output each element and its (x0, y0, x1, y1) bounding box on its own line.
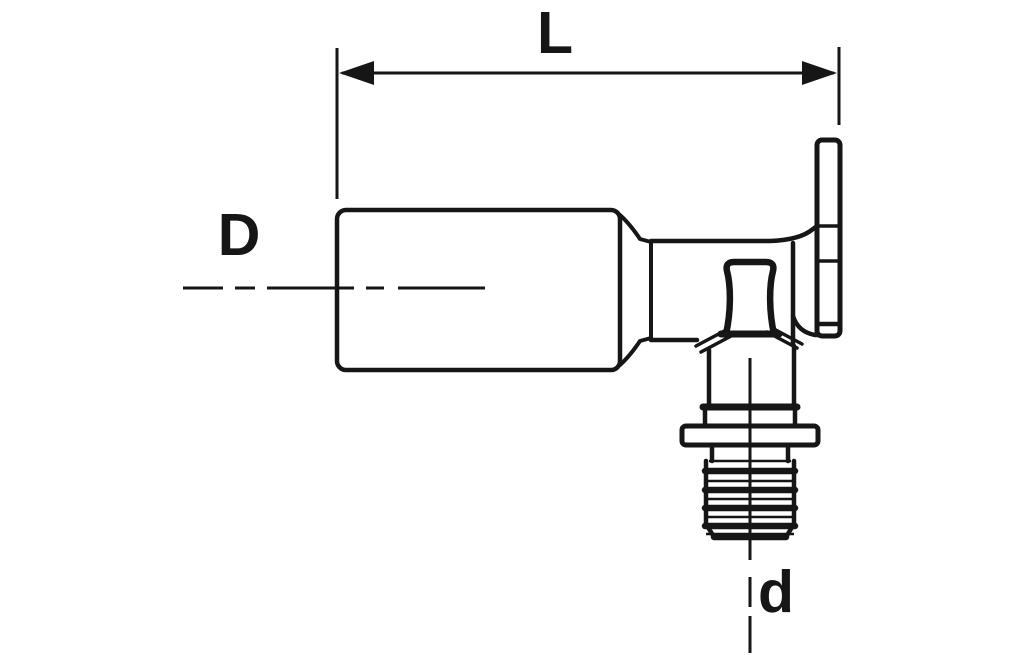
elbow-body (648, 223, 821, 348)
chamfer-left-outer (694, 327, 730, 348)
body-diameter-label: D (218, 202, 261, 268)
bend-boss (717, 258, 783, 338)
taper-bottom-edge (618, 336, 653, 367)
length-dimension: L (335, 0, 841, 199)
body-top-edge (648, 223, 820, 244)
taper-top-edge (618, 213, 653, 244)
chamfer-left-inner (699, 333, 735, 354)
press-sleeve-cylinder (334, 207, 623, 373)
arrowhead-left-icon (339, 61, 374, 85)
boss-outline (722, 258, 778, 338)
flange-plate (814, 137, 843, 339)
chamfer-right-outer (770, 326, 804, 346)
cylinder-body (334, 207, 623, 373)
bracket-bottom-curve (790, 313, 821, 338)
length-label: L (537, 0, 573, 66)
outlet-diameter-label: d (758, 559, 794, 625)
arrowhead-right-icon (802, 61, 837, 85)
reducer-taper (618, 213, 653, 367)
mounting-flange (814, 137, 843, 339)
